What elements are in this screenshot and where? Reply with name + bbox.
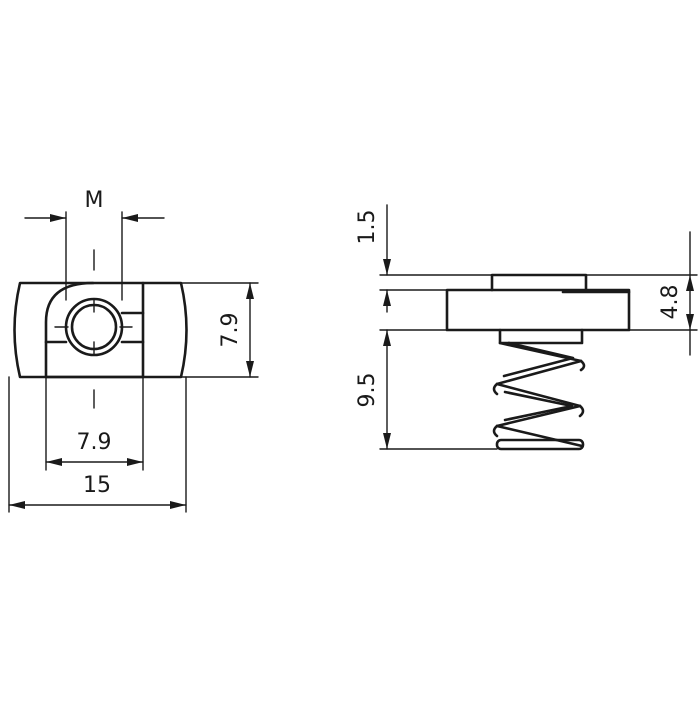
spring-end-mid [578,404,585,418]
side-view: 1.5 9.5 4.8 [355,204,698,451]
front-view: M 7.9 15 7.9 [8,188,259,513]
spring [492,341,586,451]
spring-coil-5 [495,424,584,448]
nut-body-outline [445,288,631,332]
spring-height-arrow-bottom [383,433,391,449]
spring-end-left [579,359,586,372]
overall-width-label: 15 [83,473,111,498]
spring-coil-3b [503,390,574,422]
height-label: 7.9 [218,313,243,348]
height-arrow-bottom [246,361,254,377]
spring-end-right [492,382,499,396]
spring-coil-2 [495,359,583,386]
slot-outline [44,281,145,379]
inner-width-label: 7.9 [77,430,112,455]
height-arrow-top [246,283,254,299]
overall-width-arrow-right [170,501,186,509]
top-offset-label: 1.5 [355,210,380,245]
top-plate-outline [490,273,588,292]
spring-end-lower [492,424,499,438]
thread-size-label: M [85,188,104,213]
spring-height-arrow-top [383,330,391,346]
m-arrow-right [122,214,138,222]
m-arrow-left [50,214,66,222]
nut-outline [13,281,188,379]
spring-coil-4 [495,404,582,428]
spring-coil-1b [502,341,575,378]
inner-width-arrow-left [46,458,62,466]
thickness-arrow-top [686,275,694,291]
top-offset-arrow-top [383,259,391,275]
thickness-label: 4.8 [658,285,683,320]
thickness-arrow-bottom [686,314,694,330]
inner-width-arrow-right [127,458,143,466]
nut-base-step [498,328,584,345]
spring-coil-3 [495,382,582,408]
spring-height-label: 9.5 [355,373,380,408]
overall-width-arrow-left [9,501,25,509]
spring-base-coil [495,438,585,451]
